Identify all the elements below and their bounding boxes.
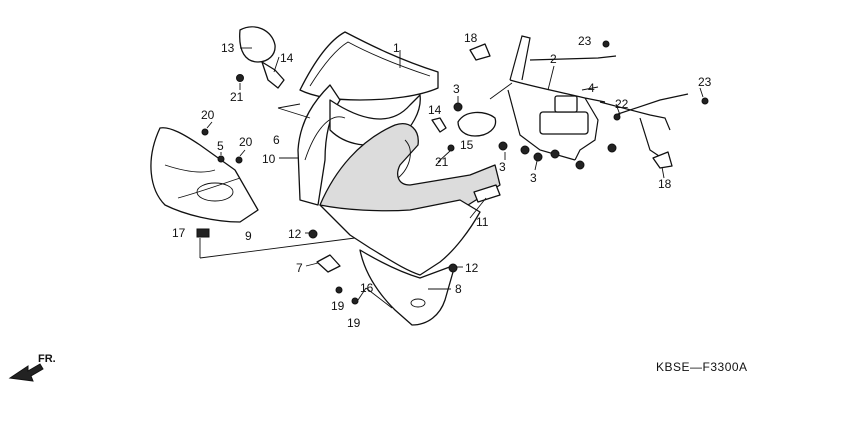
part-label-6: 6: [273, 133, 280, 147]
part-label-20b: 20: [239, 135, 253, 149]
part-label-21a: 21: [230, 90, 244, 104]
part-label-14a: 14: [280, 51, 294, 65]
part-label-12b: 12: [465, 261, 479, 275]
fasteners: [196, 40, 709, 305]
part-label-18a: 18: [464, 31, 478, 45]
part-label-10: 10: [262, 152, 276, 166]
part-label-22: 22: [615, 97, 629, 111]
part-label-2: 2: [550, 52, 557, 66]
part-label-3b: 3: [499, 160, 506, 174]
part-label-5: 5: [217, 139, 224, 153]
part-label-16: 16: [360, 281, 374, 295]
part-label-18b: 18: [658, 177, 672, 191]
upper-cowl: [319, 123, 501, 276]
part-label-13: 13: [221, 41, 235, 55]
part-label-14b: 14: [428, 103, 442, 117]
part-label-3c: 3: [530, 171, 537, 185]
part-label-4: 4: [588, 81, 595, 95]
part-label-7: 7: [296, 261, 303, 275]
side-cowl-left: [150, 127, 259, 223]
front-direction-label: FR.: [38, 353, 56, 365]
part-labels: 1 2 3 3 3 4 5 6 7 8 9 10 11 12 12 13 14 …: [172, 31, 712, 330]
cowl-stay: [507, 35, 689, 170]
mirror-left: [236, 26, 285, 89]
part-label-11: 11: [476, 215, 489, 229]
part-label-15: 15: [460, 138, 474, 152]
part-label-12a: 12: [288, 227, 302, 241]
part-label-1: 1: [393, 41, 400, 55]
part-label-23b: 23: [698, 75, 712, 89]
windscreen: [299, 31, 439, 101]
leader-lines: [199, 47, 704, 309]
part-label-21b: 21: [435, 155, 449, 169]
part-label-23a: 23: [578, 34, 592, 48]
mirror-right: [431, 111, 497, 152]
diagram-code: KBSE—F3300A: [656, 360, 748, 374]
front-direction-arrow: FR.: [8, 353, 56, 382]
part-label-3a: 3: [453, 82, 460, 96]
part-label-19a: 19: [331, 299, 345, 313]
part-label-9: 9: [245, 229, 252, 243]
part-label-19b: 19: [347, 316, 361, 330]
part-label-17: 17: [172, 226, 186, 240]
part-label-20a: 20: [201, 108, 215, 122]
lower-cowl: [359, 249, 456, 326]
part-label-8: 8: [455, 282, 462, 296]
